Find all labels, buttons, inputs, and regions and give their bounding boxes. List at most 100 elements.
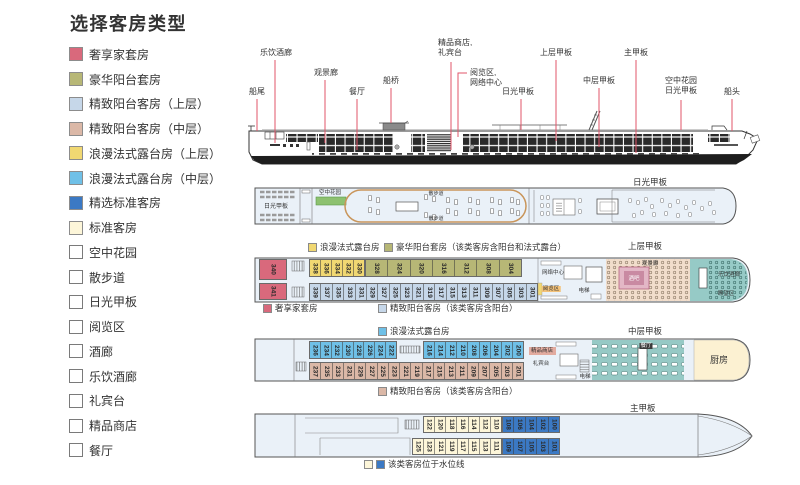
checkbox[interactable] [69,245,83,260]
cabin-219[interactable]: 219 [411,363,423,379]
cabin-208[interactable]: 208 [468,342,480,358]
checkbox[interactable] [69,294,83,309]
facility-boutique[interactable]: 精品商店 [69,413,239,438]
cabin-210[interactable]: 210 [457,342,469,358]
cabin-312[interactable]: 312 [455,260,478,276]
checkbox[interactable] [69,443,83,458]
cabin-229[interactable]: 229 [355,363,367,379]
checkbox[interactable] [69,418,83,433]
cabin-337[interactable]: 337 [321,284,333,300]
cabin-108[interactable]: 108 [503,417,515,432]
cabin-101[interactable]: 101 [550,441,558,452]
cabin-321[interactable]: 321 [413,284,425,300]
cabin-109[interactable]: 109 [503,439,515,454]
cabin-212[interactable]: 212 [446,342,458,358]
cabin-type-deluxe-balcony-suite[interactable]: 豪华阳台套房 [69,67,239,92]
cabin-336[interactable]: 336 [321,260,332,276]
cabin-331[interactable]: 331 [356,284,368,300]
cabin-100[interactable]: 100 [550,419,558,430]
facility-lounge[interactable]: 酒廊 [69,339,239,364]
facility-promenade[interactable]: 散步道 [69,265,239,290]
cabin-123[interactable]: 123 [424,439,436,454]
cabin-211[interactable]: 211 [456,363,468,379]
cabin-204[interactable]: 204 [491,342,502,358]
cabin-309[interactable]: 309 [481,284,493,300]
cabin-107[interactable]: 107 [514,439,526,454]
cabin-type-french-balcony-upper[interactable]: 浪漫法式露台房（上层） [69,141,239,166]
cabin-329[interactable]: 329 [367,284,379,300]
cabin-234[interactable]: 234 [321,342,332,358]
cabin-104[interactable]: 104 [526,417,538,432]
facility-sky-garden[interactable]: 空中花园 [69,240,239,265]
cabin-113[interactable]: 113 [480,439,491,454]
cabin-315[interactable]: 315 [447,284,459,300]
checkbox[interactable] [69,270,83,285]
cabin-303[interactable]: 303 [515,284,527,300]
cabin-226[interactable]: 226 [364,342,376,358]
cabin-121[interactable]: 121 [435,439,447,454]
checkbox[interactable] [69,319,83,334]
cabin-type-standard[interactable]: 标准客房 [69,215,239,240]
cabin-317[interactable]: 317 [435,284,447,300]
cabin-228[interactable]: 228 [354,342,365,358]
cabin-225[interactable]: 225 [378,363,389,379]
cabin-233[interactable]: 233 [333,363,344,379]
cabin-307[interactable]: 307 [493,284,504,300]
cabin-110[interactable]: 110 [492,419,500,430]
cabin-338[interactable]: 338 [310,260,321,276]
cabin-115[interactable]: 115 [469,439,480,454]
cabin-339[interactable]: 339 [310,284,322,300]
cabin-237[interactable]: 237 [310,363,322,379]
cabin-type-select-standard[interactable]: 精选标准客房 [69,191,239,216]
cabin-206[interactable]: 206 [480,342,491,358]
cabin-105[interactable]: 105 [526,439,538,454]
cabin-330[interactable]: 330 [355,262,363,274]
cabin-304[interactable]: 304 [506,262,514,274]
cabin-324[interactable]: 324 [388,260,411,276]
cabin-type-balcony-middle[interactable]: 精致阳台客房（中层） [69,116,239,141]
cabin-120[interactable]: 120 [435,417,447,432]
cabin-203[interactable]: 203 [502,363,513,379]
cabin-235[interactable]: 235 [321,363,333,379]
cabin-118[interactable]: 118 [446,417,458,432]
cabin-305[interactable]: 305 [504,284,516,300]
cabin-119[interactable]: 119 [446,439,458,454]
facility-sip-lounge[interactable]: 乐饮酒廊 [69,364,239,389]
cabin-216[interactable]: 216 [424,342,436,358]
cabin-102[interactable]: 102 [537,417,549,432]
cabin-125[interactable]: 125 [413,439,425,454]
cabin-327[interactable]: 327 [378,284,390,300]
cabin-313[interactable]: 313 [458,284,470,300]
cabin-320[interactable]: 320 [411,260,433,276]
cabin-205[interactable]: 205 [490,363,502,379]
cabin-232[interactable]: 232 [332,342,343,358]
cabin-222[interactable]: 222 [387,344,395,356]
cabin-328[interactable]: 328 [366,260,389,276]
cabin-type-french-balcony-middle[interactable]: 浪漫法式露台房（中层） [69,166,239,191]
cabin-224[interactable]: 224 [375,342,387,358]
cabin-type-balcony-upper[interactable]: 精致阳台客房（上层） [69,92,239,117]
facility-sun-deck[interactable]: 日光甲板 [69,290,239,315]
cabin-308[interactable]: 308 [477,260,500,276]
cabin-311[interactable]: 311 [470,284,482,300]
facility-reading-area[interactable]: 阅览区 [69,314,239,339]
cabin-103[interactable]: 103 [537,439,549,454]
facility-reception[interactable]: 礼宾台 [69,389,239,414]
cabin-117[interactable]: 117 [458,439,469,454]
cabin-301[interactable]: 301 [528,286,536,298]
cabin-111[interactable]: 111 [492,441,500,452]
cabin-201[interactable]: 201 [514,365,522,377]
cabin-202[interactable]: 202 [502,342,513,358]
facility-restaurant[interactable]: 餐厅 [69,438,239,463]
cabin-333[interactable]: 333 [344,284,356,300]
cabin-230[interactable]: 230 [343,342,354,358]
cabin-319[interactable]: 319 [424,284,436,300]
cabin-227[interactable]: 227 [366,363,378,379]
checkbox[interactable] [69,393,83,408]
cabin-200[interactable]: 200 [514,344,522,356]
cabin-217[interactable]: 217 [423,363,434,379]
checkbox[interactable] [69,369,83,384]
cabin-340[interactable]: 340 [269,264,277,275]
cabin-209[interactable]: 209 [468,363,479,379]
cabin-334[interactable]: 334 [332,260,343,276]
